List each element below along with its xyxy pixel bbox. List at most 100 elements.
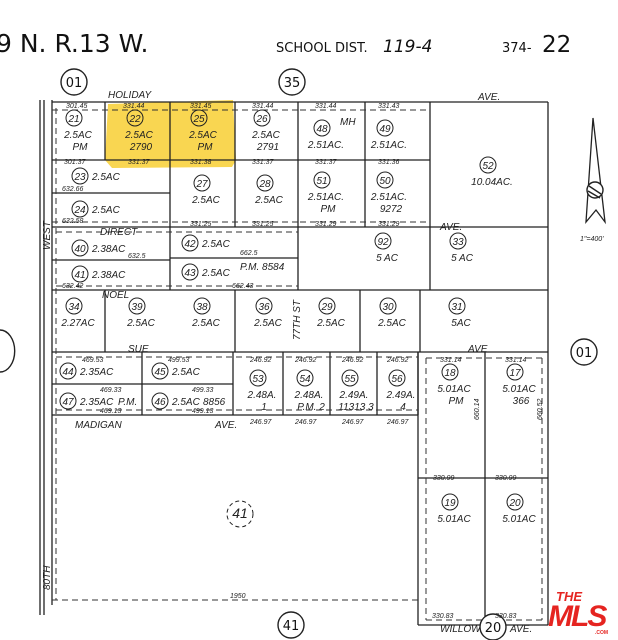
dimension-label: 330.99 <box>433 475 455 482</box>
dimension-label: 331.29 <box>378 221 400 228</box>
parcel-number: 52 <box>482 161 494 172</box>
parcel-acreage: 2.5AC <box>188 130 218 141</box>
parcel-labels: 212.5ACPM222.5AC2790252.5ACPM262.5AC2791… <box>0 68 598 640</box>
parcel-number-circle <box>341 369 359 387</box>
parcel-note: MH <box>340 117 356 128</box>
parcel-number-circle <box>318 297 336 315</box>
map-ref-label: 35 <box>284 76 301 91</box>
parcel-38: 382.5AC <box>191 297 221 329</box>
parcel-36: 362.5AC <box>253 297 283 329</box>
school-dist-label: SCHOOL DIST. <box>276 41 368 56</box>
parcel-number-circle <box>126 109 144 127</box>
parcel-number: 54 <box>299 374 311 385</box>
parcel-note: 366 <box>513 396 530 407</box>
parcel-acreage: 2.5AC <box>191 195 221 206</box>
parcel-acreage: 2.5AC <box>91 172 121 183</box>
parcel-number-circle <box>181 234 199 252</box>
parcel-number-circle <box>253 109 271 127</box>
dimension-label: 331.37 <box>315 159 338 166</box>
parcel-27: 272.5AC <box>191 174 221 206</box>
parcel-acreage: 5.01AC <box>437 384 471 395</box>
parcel-note: 4 <box>400 402 406 413</box>
parcel-number-circle <box>65 109 83 127</box>
parcel-acreage: 2.51AC. <box>370 192 407 203</box>
street-label: DIRECT <box>100 227 138 238</box>
parcel-number: 19 <box>444 498 456 509</box>
mls-logo: THE MLS .COM <box>548 589 609 636</box>
dimension-label: 331.44 <box>252 103 274 110</box>
parcel-number: 53 <box>252 374 264 385</box>
parcel-number: 50 <box>379 176 391 187</box>
parcel-number-circle <box>190 109 208 127</box>
parcel-number: 36 <box>258 302 270 313</box>
parcel-number-circle <box>193 297 211 315</box>
parcel-acreage: 2.38AC <box>91 270 126 281</box>
dimension-label: 331.25 <box>190 221 212 228</box>
parcel-20: 20 5.01AC <box>502 493 536 525</box>
dimension-label: 1950 <box>230 593 246 600</box>
parcel-number-circle <box>441 363 459 381</box>
parcel-42: 42 2.5AC <box>181 234 231 252</box>
parcel-number: 92 <box>377 237 389 248</box>
parcel-number: 40 <box>74 244 86 255</box>
street-label: WEST <box>42 220 53 250</box>
parcel-note: PM <box>321 204 337 215</box>
parcel-acreage: 2.5AC <box>171 367 201 378</box>
parcel-acreage: 2.5AC <box>201 239 231 250</box>
parcel-acreage: 2.49A. <box>339 390 369 401</box>
parcel-number: 20 <box>508 498 521 509</box>
parcel-29: 292.5AC <box>316 297 346 329</box>
parcel-acreage: 2.48A. <box>294 390 324 401</box>
logo-com: .COM <box>595 630 608 636</box>
dimension-label: 469.53 <box>82 357 104 364</box>
street-label: HOLIDAY <box>108 90 152 101</box>
dimension-label: 331.25 <box>252 221 274 228</box>
dimension-label: 246.97 <box>249 419 273 426</box>
parcel-acreage: 2.51AC. <box>370 140 407 151</box>
parcel-number-circle <box>374 232 392 250</box>
parcel-number: 41 <box>74 270 85 281</box>
parcel-number: 30 <box>382 302 394 313</box>
parcel-number-circle <box>379 297 397 315</box>
parcel-number-circle <box>128 297 146 315</box>
parcel-acreage: 2.49A. <box>386 390 416 401</box>
parcel-53: 532.48A.1 <box>247 369 276 413</box>
parcel-number-circle <box>249 369 267 387</box>
dimension-label: 330.83 <box>495 613 517 620</box>
dimension-label: 331.14 <box>505 357 527 364</box>
parcel-number: 42 <box>184 239 196 250</box>
parcel-acreage: 2.5AC <box>63 130 93 141</box>
dimension-label: 330.83 <box>432 613 454 620</box>
dimension-label: 331.37 <box>128 159 151 166</box>
parcel-number-circle <box>151 392 169 410</box>
parcel-number: 48 <box>316 124 328 135</box>
parcel-number-circle <box>71 167 89 185</box>
dimension-label: 246.92 <box>249 357 272 364</box>
parcel-34: 342.27AC <box>60 297 95 329</box>
parcel-note: PM <box>449 396 465 407</box>
parcel-number: 47 <box>62 397 74 408</box>
parcel-number-circle <box>255 297 273 315</box>
parcel-number: 43 <box>184 268 196 279</box>
dimension-label: 632.5 <box>128 253 146 260</box>
dimension-label: 246.92 <box>294 357 317 364</box>
dimension-label: 246.97 <box>386 419 410 426</box>
parcel-note: 8856 <box>203 397 226 408</box>
street-label: AVE. <box>439 222 462 233</box>
parcel-number-circle <box>71 200 89 218</box>
parcel-number: 33 <box>452 237 464 248</box>
parcel-number-circle <box>448 297 466 315</box>
parcel-41: 41 <box>226 500 254 528</box>
parcel-number: 34 <box>68 302 80 313</box>
parcel-acreage: 5AC <box>451 318 471 329</box>
dimension-label: 301.37 <box>64 159 87 166</box>
dimension-label: 499.13 <box>192 408 214 415</box>
parcel-note: 1 <box>261 402 267 413</box>
school-dist-value: 119-4 <box>383 37 432 57</box>
parcel-number: 24 <box>73 205 86 216</box>
parcel-acreage: 5.01AC <box>502 514 536 525</box>
